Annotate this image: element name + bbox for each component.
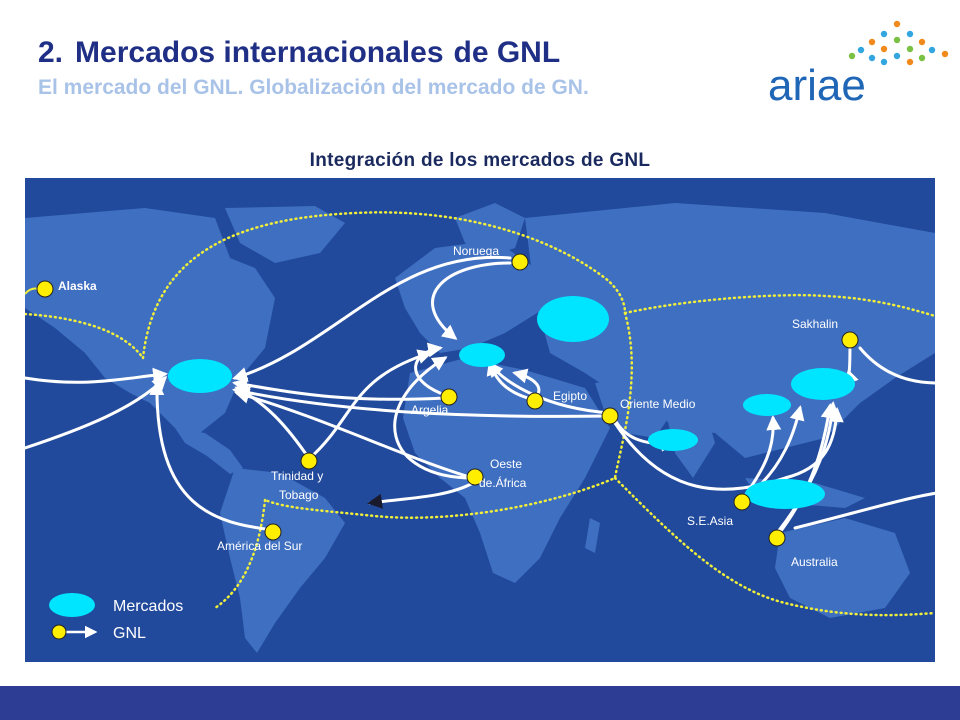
route-trinidad-usa (234, 386, 312, 462)
supply-america-sur (264, 523, 282, 541)
place-labels: Alaska Noruega Sakhalin Egipto Argelia O… (58, 244, 838, 569)
legend-market-icon (49, 593, 95, 617)
markets (168, 296, 855, 509)
supply-points (36, 253, 859, 547)
supply-australia (768, 529, 786, 547)
route-oeste-africa-sa (367, 481, 475, 509)
legend-supply-icon (51, 624, 67, 640)
supply-argelia (440, 388, 458, 406)
route-australia-japan-2 (775, 401, 840, 535)
label-noruega: Noruega (453, 244, 499, 258)
supply-sakhalin (841, 331, 859, 349)
slide-title: 2. Mercados internacionales de GNL (38, 36, 560, 70)
title-part-2: de GNL (453, 36, 561, 69)
label-oriente-medio: Oriente Medio (620, 397, 696, 411)
label-sakhalin: Sakhalin (792, 317, 838, 331)
logo-text: ariae (768, 61, 866, 110)
lng-world-map: Alaska Noruega Sakhalin Egipto Argelia O… (25, 178, 935, 662)
market-russia (537, 296, 609, 342)
market-japan (791, 368, 855, 400)
market-korea (743, 394, 791, 416)
australia (775, 518, 910, 618)
legend-gnl: GNL (113, 625, 146, 642)
map-legend: Mercados GNL (49, 593, 183, 642)
route-oriente-medio-usa (232, 385, 612, 418)
supply-noruega (511, 253, 529, 271)
title-number: 2. (38, 36, 64, 69)
map-title: Integración de los mercados de GNL (309, 150, 651, 171)
route-noruega-europe (431, 261, 512, 340)
market-se-asia (745, 479, 825, 509)
route-america-sur-usa (149, 380, 275, 532)
title-part-1: Mercados internacionales (75, 36, 444, 69)
route-australia-east (793, 491, 935, 530)
label-oeste-africa-2: de.África (479, 475, 527, 490)
supply-se-asia (733, 493, 751, 511)
footer-bar (0, 686, 960, 720)
market-usa (168, 359, 232, 393)
japan (880, 308, 900, 363)
route-oeste-africa-usa (234, 389, 475, 480)
slide-subtitle: El mercado del GNL. Globalización del me… (38, 76, 589, 99)
legend-mercados: Mercados (113, 598, 183, 615)
supply-trinidad (300, 452, 318, 470)
label-trinidad-1: Trinidad y (271, 469, 323, 483)
label-trinidad-2: Tobago (279, 488, 319, 502)
supply-egipto (526, 392, 544, 410)
label-argelia: Argelia (411, 403, 449, 417)
label-oeste-africa-1: Oeste (490, 457, 522, 471)
land-masses (25, 203, 935, 653)
label-se-asia: S.E.Asia (687, 514, 733, 528)
supply-oriente-medio (601, 407, 619, 425)
route-trinidad-europe (308, 349, 433, 460)
supply-alaska (36, 280, 54, 298)
route-west-usa-2 (25, 375, 168, 450)
label-america-sur: América del Sur (217, 539, 302, 553)
route-sakhalin-east (858, 346, 935, 385)
market-boundary-lines (25, 211, 935, 617)
market-india (648, 429, 698, 451)
route-noruega-usa (232, 255, 512, 382)
label-egipto: Egipto (553, 389, 587, 403)
madagascar (585, 518, 600, 553)
route-west-usa (25, 367, 168, 384)
label-alaska: Alaska (58, 279, 97, 293)
ariae-logo: ariae (768, 20, 949, 110)
label-australia: Australia (791, 555, 838, 569)
market-europe (459, 343, 505, 367)
greenland (225, 206, 345, 263)
route-argelia-usa (232, 377, 447, 401)
route-oeste-africa-europe (393, 356, 475, 480)
scandinavia (455, 203, 525, 258)
central-america (175, 428, 243, 474)
supply-oeste-africa (466, 468, 484, 486)
south-america (220, 468, 345, 653)
logo-dots-icon (848, 20, 949, 66)
